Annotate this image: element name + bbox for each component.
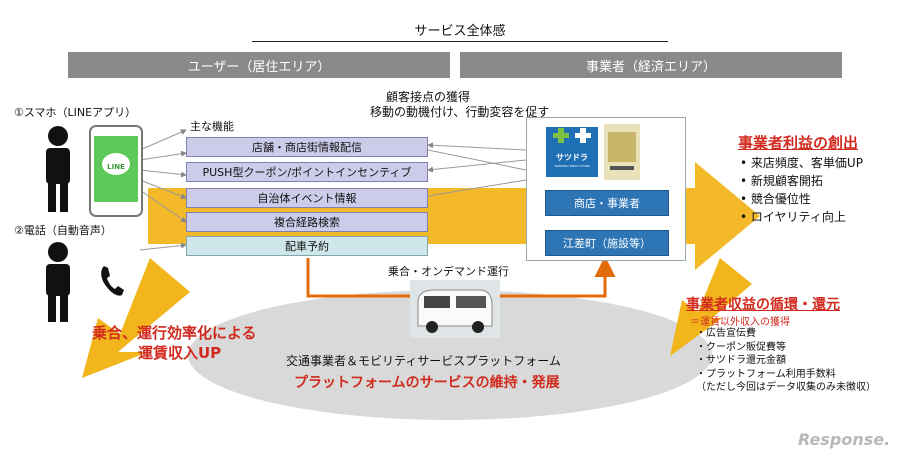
title-divider [252,41,668,42]
user-phone-label: ②電話（自動音声） [14,224,112,237]
platform-text-2: プラットフォームのサービスの維持・発展 [294,375,560,391]
revenue-title: 事業者収益の循環・還元 [686,297,840,313]
return-arrow-left [82,258,190,378]
features-label: 主な機能 [190,120,234,133]
feature-route-search: 複合経路検索 [186,212,428,232]
satudora-logo-sub: SAPPORO DRUG STORE [554,164,590,168]
user-area-header: ユーザー（居住エリア） [68,52,450,78]
person-icon-2 [46,242,70,322]
feature-dispatch: 配車予約 [186,236,428,256]
shop-business-button: 商店・事業者 [545,190,669,216]
revenue-item: ・プラットフォーム利用手数料 [696,368,836,380]
revenue-list: ・広告宣伝費 ・クーポン販促費等 ・サツドラ還元金額 ・プラットフォーム利用手数… [696,327,876,395]
profit-item: • ロイヤリティ向上 [740,210,846,224]
profit-item: • 新規顧客開拓 [740,174,823,188]
magazine-image [604,124,640,180]
profit-item: • 競合優位性 [740,192,811,206]
platform-text-1: 交通事業者＆モビリティサービスプラットフォーム [286,354,561,368]
profit-list: • 来店頻度、客単価UP • 新規顧客開拓 • 競合優位性 • ロイヤリティ向上 [740,154,863,226]
touchpoint-text-1: 顧客接点の獲得 [386,90,471,104]
feature-shop-info: 店舗・商店街情報配信 [186,137,428,157]
person-icon [46,126,70,212]
van-image [410,280,500,338]
profit-title: 事業者利益の創出 [738,134,859,152]
satudora-logo [546,127,598,177]
efficiency-text-2: 運賃収入UP [138,344,222,362]
satudora-logo-text: サツドラ [556,153,588,162]
town-facility-button: 江差町（施設等） [545,230,669,256]
page-title: サービス全体感 [414,24,506,39]
watermark: Response. [798,430,891,449]
profit-item: • 来店頻度、客単価UP [740,156,863,170]
feature-push-coupon: PUSH型クーポン/ポイントインセンティブ [186,162,428,182]
ondemand-label: 乗合・オンデマンド運行 [388,265,509,278]
revenue-subtitle: ＝運賃以外収入の獲得 [690,317,790,328]
touchpoint-text-2: 移動の動機付け、行動変容を促す [370,105,550,119]
platform-ellipse [188,290,712,420]
revenue-item: ・サツドラ還元金額 [696,355,786,366]
smartphone-icon [89,125,143,217]
feature-event-info: 自治体イベント情報 [186,188,428,208]
line-app-label: LINE [107,163,125,171]
revenue-item: ・クーポン販促費等 [696,341,786,353]
efficiency-text-1: 乗合、運行効率化による [92,324,257,342]
business-area-header: 事業者（経済エリア） [460,52,842,78]
phone-handset-icon [101,266,124,296]
user-smartphone-label: ①スマホ（LINEアプリ） [14,106,137,119]
return-arrow-right-b [670,258,752,356]
revenue-item: ・広告宣伝費 [696,328,756,339]
revenue-item: （ただし今回はデータ収集のみ未徴収） [696,382,876,393]
